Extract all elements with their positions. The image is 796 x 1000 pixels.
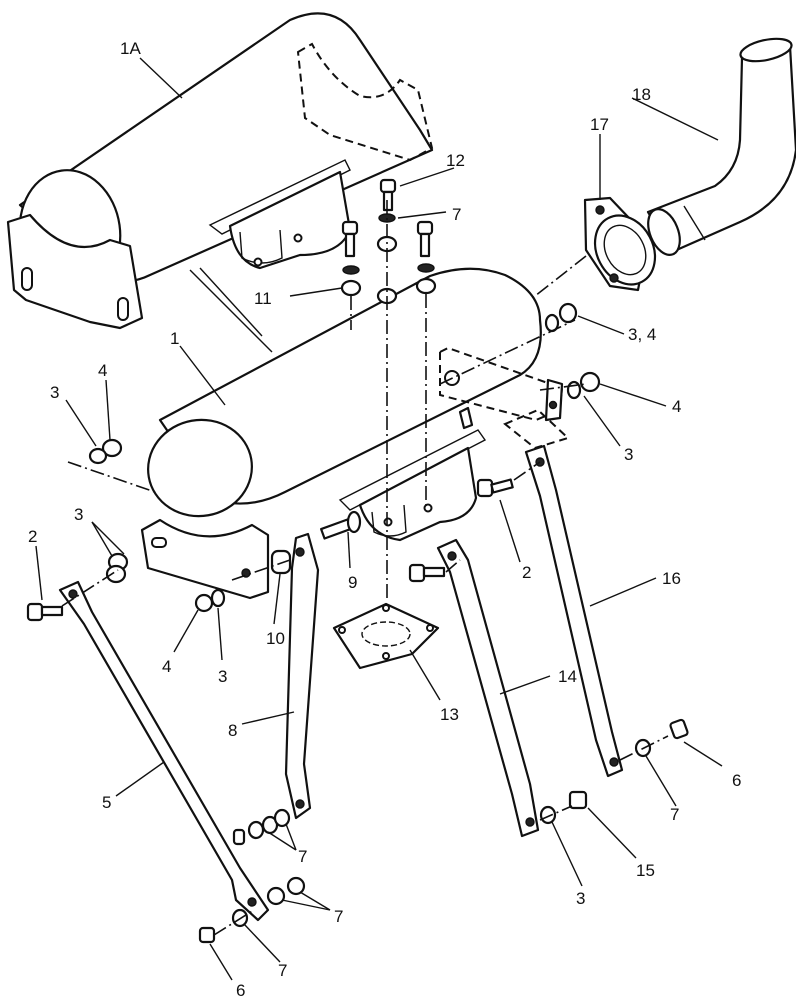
support-strap-14 (436, 538, 540, 838)
gasket-13 (332, 602, 440, 670)
callout-1a: 1A (120, 39, 141, 58)
fastener-set (26, 178, 689, 944)
support-strap-8 (284, 532, 320, 820)
callout-17: 17 (590, 115, 609, 134)
callout-8: 8 (228, 721, 237, 740)
callout-10: 10 (266, 629, 285, 648)
muffler-shield-1a (6, 12, 434, 353)
muffler-body-1 (140, 267, 570, 600)
callout-3-right: 3 (624, 445, 633, 464)
callout-18: 18 (632, 85, 651, 104)
callout-2-middle: 2 (522, 563, 531, 582)
exhaust-elbow-18 (646, 37, 796, 256)
callout-1: 1 (170, 329, 179, 348)
callout-9: 9 (348, 573, 357, 592)
exhaust-clamp-17 (583, 196, 657, 292)
callout-3-lower-middle: 3 (218, 667, 227, 686)
callout-3-left: 3 (74, 505, 83, 524)
callout-7-top: 7 (452, 205, 461, 224)
callout-15: 15 (636, 861, 655, 880)
callout-7-bottom: 7 (278, 961, 287, 980)
leader-lines (35, 57, 723, 981)
callout-13: 13 (440, 705, 459, 724)
callout-3-4: 3, 4 (628, 325, 656, 344)
callout-3-upper-left: 3 (50, 383, 59, 402)
callout-3-bottom: 3 (576, 889, 585, 908)
callout-4-right: 4 (672, 397, 681, 416)
support-strap-5 (58, 580, 270, 922)
callout-11: 11 (254, 289, 272, 308)
callout-14: 14 (558, 667, 577, 686)
callout-16: 16 (662, 569, 681, 588)
callout-4-upper-left: 4 (98, 361, 107, 380)
callout-4-lower: 4 (162, 657, 171, 676)
support-strap-16 (524, 444, 624, 778)
callout-7-lower-right: 7 (334, 907, 343, 926)
callout-5: 5 (102, 793, 111, 812)
callout-12: 12 (446, 151, 465, 170)
callout-2-left: 2 (28, 527, 37, 546)
callout-7-right: 7 (670, 805, 679, 824)
callout-labels: 1A 1 2 2 3 3 3 3 3 3, 4 4 4 4 5 6 6 7 7 … (28, 39, 741, 1000)
callout-7-middle: 7 (298, 847, 307, 866)
alignment-lines (61, 200, 669, 936)
callout-6-right: 6 (732, 771, 741, 790)
callout-6-bottom: 6 (236, 981, 245, 1000)
